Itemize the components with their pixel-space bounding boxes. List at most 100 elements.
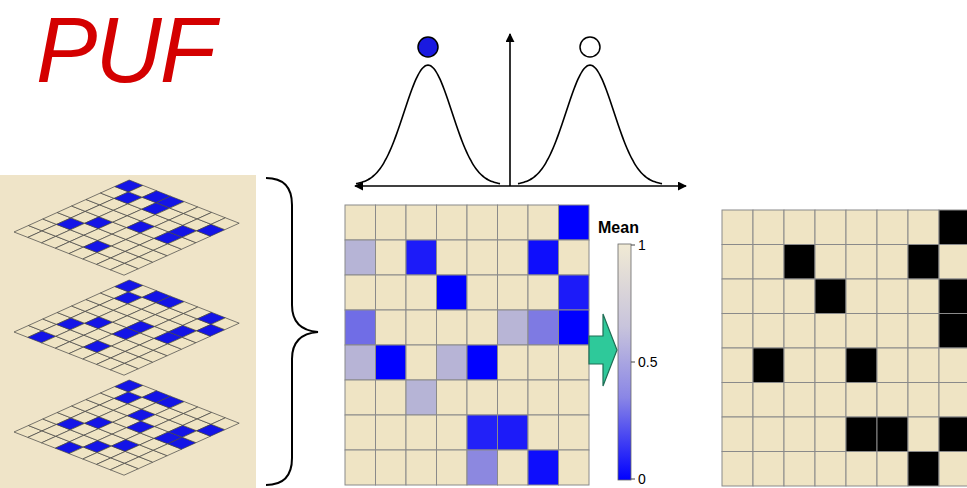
tick-mark: [631, 362, 635, 363]
binary-cell: [753, 348, 784, 383]
mean-cell: [345, 450, 376, 485]
binary-cell: [908, 417, 939, 452]
binary-cell: [939, 314, 967, 349]
x-axis: [355, 185, 686, 187]
mean-cell: [376, 275, 407, 310]
mean-cell: [559, 415, 590, 450]
blue-ball: [418, 37, 438, 57]
tick-mark: [631, 245, 635, 246]
mean-cell: [345, 415, 376, 450]
skewed-grid: [14, 380, 239, 475]
binary-cell: [815, 314, 846, 349]
binary-cell: [753, 210, 784, 245]
binary-cell: [846, 245, 877, 280]
binary-grid: [722, 210, 967, 486]
binary-cell: [908, 383, 939, 418]
binary-cell: [846, 383, 877, 418]
binary-cell: [908, 348, 939, 383]
mean-cell: [345, 380, 376, 415]
title: PUF: [36, 4, 214, 96]
mean-cell: [467, 450, 498, 485]
binary-cell: [722, 314, 753, 349]
binary-cell: [877, 210, 908, 245]
binary-cell: [753, 452, 784, 487]
binary-cell: [908, 245, 939, 280]
mean-cell: [498, 450, 529, 485]
binary-cell: [877, 314, 908, 349]
mean-cell: [437, 380, 468, 415]
stacked-grids: [14, 180, 239, 475]
tick-mark: [631, 479, 635, 480]
binary-cell: [815, 383, 846, 418]
binary-cell: [784, 245, 815, 280]
binary-cell: [846, 348, 877, 383]
mean-cell: [559, 205, 590, 240]
colorbar-tick: 1: [638, 238, 646, 252]
mean-cell: [437, 310, 468, 345]
axes: [355, 34, 686, 186]
binary-cell: [722, 279, 753, 314]
binary-cell: [722, 210, 753, 245]
grid-cell: [211, 418, 239, 430]
mean-cell: [345, 345, 376, 380]
colorbar-tick: 0: [638, 472, 646, 486]
mean-cell: [528, 205, 559, 240]
stack-panel: [0, 175, 256, 488]
bracket: [266, 178, 318, 485]
mean-cell: [437, 275, 468, 310]
distribution-curves: [356, 65, 662, 184]
mean-cell: [376, 205, 407, 240]
binary-cell: [815, 348, 846, 383]
mean-cell: [498, 380, 529, 415]
mean-cell: [498, 205, 529, 240]
mean-cell: [467, 380, 498, 415]
binary-cell: [784, 210, 815, 245]
binary-cell: [815, 417, 846, 452]
mean-cell: [528, 415, 559, 450]
binary-cell: [815, 279, 846, 314]
skewed-grid: [14, 280, 239, 375]
binary-cell: [722, 348, 753, 383]
mean-cell: [376, 310, 407, 345]
gaussian-curve: [356, 65, 500, 184]
mean-cell: [437, 240, 468, 275]
colorbar: [618, 244, 631, 480]
mean-cell: [437, 345, 468, 380]
binary-cell: [939, 417, 967, 452]
binary-cell: [784, 383, 815, 418]
mean-cell: [406, 205, 437, 240]
mean-cell: [437, 450, 468, 485]
mean-cell: [345, 240, 376, 275]
mean-cell: [406, 345, 437, 380]
binary-cell: [784, 452, 815, 487]
binary-cell: [939, 210, 967, 245]
mean-cell: [467, 275, 498, 310]
mean-cell: [528, 240, 559, 275]
mean-cell: [528, 380, 559, 415]
binary-cell: [753, 279, 784, 314]
binary-cell: [846, 417, 877, 452]
binary-cell: [815, 245, 846, 280]
mean-cell: [376, 415, 407, 450]
binary-cell: [722, 383, 753, 418]
y-axis: [509, 34, 511, 186]
mean-cell: [559, 380, 590, 415]
colorbar-tick: 0.5: [638, 355, 657, 369]
binary-cell: [908, 210, 939, 245]
binary-cell: [722, 417, 753, 452]
binary-cell: [784, 314, 815, 349]
mean-cell: [406, 240, 437, 275]
mean-cell: [345, 275, 376, 310]
mean-cell: [559, 450, 590, 485]
block-arrow: [589, 314, 617, 386]
mean-cell: [559, 240, 590, 275]
mean-cell: [528, 275, 559, 310]
binary-cell: [784, 279, 815, 314]
mean-cell: [406, 415, 437, 450]
binary-cell: [877, 452, 908, 487]
binary-cell: [939, 452, 967, 487]
binary-cell: [815, 210, 846, 245]
mean-cell: [528, 450, 559, 485]
grid-cell: [211, 318, 239, 330]
